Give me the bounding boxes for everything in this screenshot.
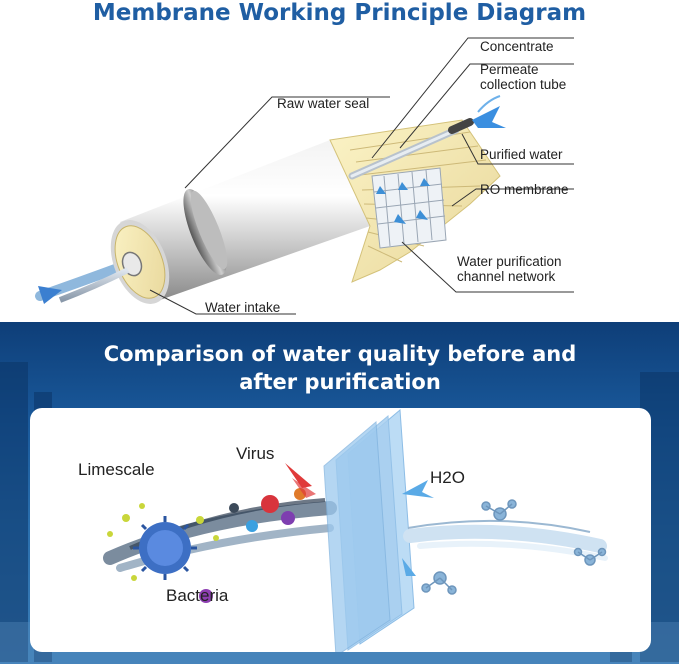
purification-illustration bbox=[103, 408, 608, 652]
bacteria-particle bbox=[133, 516, 197, 580]
label-h2o: H2O bbox=[430, 468, 465, 487]
membrane-illustration bbox=[35, 37, 574, 315]
permeate-tube bbox=[348, 118, 474, 180]
filter-membrane bbox=[323, 408, 415, 652]
comparison-section: Comparison of water quality before and a… bbox=[0, 322, 679, 664]
flow-arrows bbox=[376, 178, 430, 224]
comparison-title: Comparison of water quality before and a… bbox=[30, 340, 650, 396]
leader-purified-water bbox=[461, 133, 574, 165]
label-ro-membrane: RO membrane bbox=[480, 182, 569, 197]
leader-ro-membrane bbox=[451, 188, 574, 207]
comparison-card: Limescale Virus Bacteria H2O bbox=[30, 408, 651, 652]
channel-network-grid bbox=[371, 167, 447, 249]
leader-lines bbox=[149, 37, 574, 315]
comparison-title-line2: after purification bbox=[239, 370, 441, 394]
virus-particles bbox=[199, 463, 316, 603]
purified-water-arrow bbox=[472, 95, 506, 128]
clean-water-stream bbox=[403, 519, 608, 561]
membrane-diagram-section: Membrane Working Principle Diagram bbox=[0, 0, 679, 322]
label-raw-water-seal: Raw water seal bbox=[277, 96, 370, 111]
comparison-title-line1: Comparison of water quality before and bbox=[103, 342, 577, 366]
label-virus: Virus bbox=[236, 444, 275, 463]
diagram-title: Membrane Working Principle Diagram bbox=[92, 0, 587, 26]
label-purified-water: Purified water bbox=[480, 147, 563, 162]
leader-permeate-tube bbox=[399, 63, 574, 149]
label-permeate-collection-tube: Permeate collection tube bbox=[480, 62, 567, 92]
membrane-cylinder bbox=[110, 119, 501, 304]
raw-water-seal-ring bbox=[183, 189, 228, 275]
label-water-intake: Water intake bbox=[205, 300, 281, 315]
limescale-particles bbox=[107, 503, 219, 581]
label-bacteria: Bacteria bbox=[166, 586, 229, 605]
label-limescale: Limescale bbox=[78, 460, 155, 479]
intake-water-arrow bbox=[35, 263, 123, 304]
label-concentrate: Concentrate bbox=[480, 39, 554, 54]
leader-raw-water-seal bbox=[184, 96, 390, 189]
label-water-purification-channel-network: Water purification channel network bbox=[457, 254, 562, 284]
leader-water-intake bbox=[149, 289, 296, 315]
leader-concentrate bbox=[371, 37, 574, 159]
leader-channel-network bbox=[401, 241, 574, 293]
clean-flow-arrows bbox=[402, 480, 434, 576]
h2o-molecules bbox=[421, 499, 607, 595]
